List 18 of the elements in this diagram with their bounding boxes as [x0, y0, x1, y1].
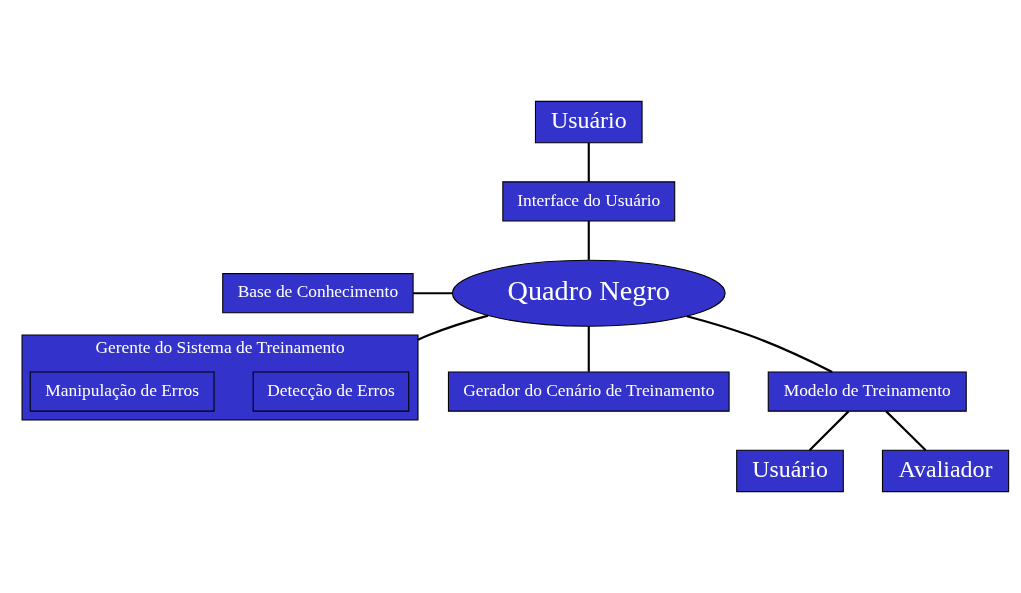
connector — [686, 315, 833, 373]
connector — [808, 410, 849, 452]
node-box: Detecção de Erros — [252, 371, 409, 412]
connector — [884, 410, 926, 452]
node-box: Gerador do Cenário de Treinamento — [447, 371, 730, 412]
node-box: Usuário — [735, 449, 844, 493]
connector — [587, 326, 590, 372]
node-box: Manipulação de Erros — [29, 371, 215, 412]
connector — [417, 314, 488, 341]
connector — [587, 221, 590, 260]
node-box: Modelo de Treinamento — [767, 371, 967, 412]
node-ellipse: Quadro Negro — [451, 259, 726, 327]
connector — [587, 143, 590, 182]
node-box: Avaliador — [881, 449, 1009, 493]
connector — [412, 292, 453, 295]
node-box: Interface do Usuário — [501, 181, 675, 222]
node-box: Usuário — [534, 100, 643, 144]
node-box: Base de Conhecimento — [221, 273, 414, 314]
